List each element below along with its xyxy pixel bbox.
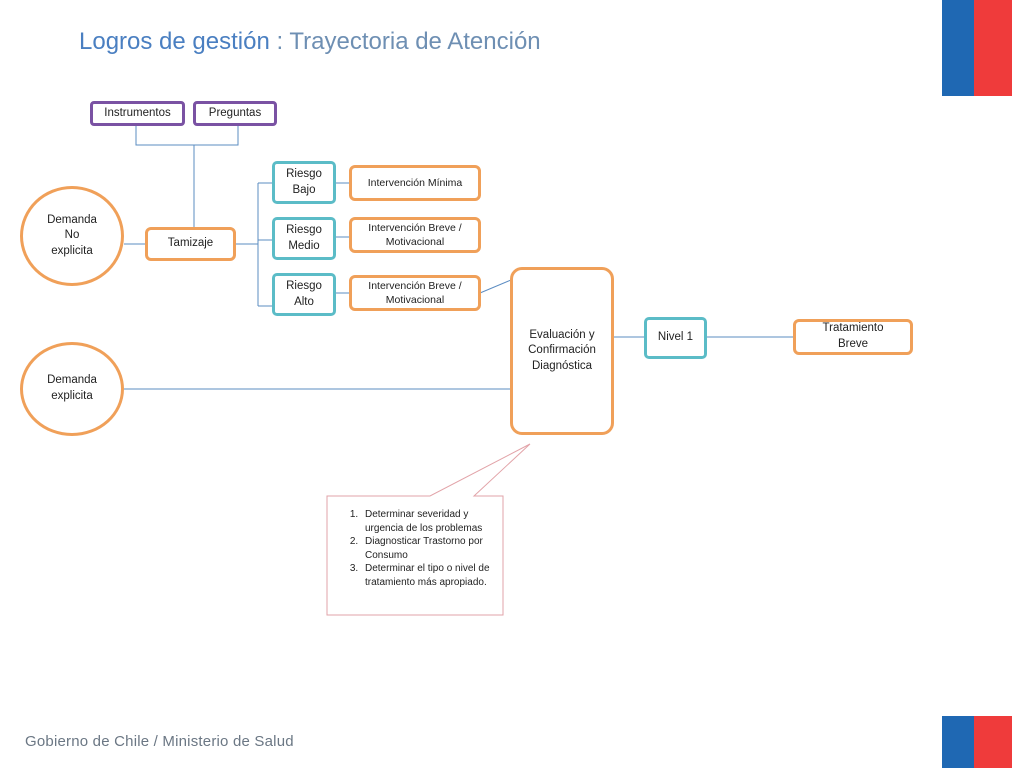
callout-shape bbox=[326, 443, 531, 616]
node-riesgo-bajo: Riesgo Bajo bbox=[272, 161, 336, 204]
flag-bottom-right bbox=[942, 716, 1012, 768]
node-tamizaje: Tamizaje bbox=[145, 227, 236, 261]
title-separator: : bbox=[269, 28, 290, 55]
connector-breve-evaluacion bbox=[479, 279, 512, 294]
node-riesgo-alto: Riesgo Alto bbox=[272, 273, 336, 316]
flag-red-stripe bbox=[974, 0, 1012, 96]
node-demanda-no-explicita: Demanda No explicita bbox=[20, 186, 124, 286]
flag-blue-stripe bbox=[942, 0, 974, 96]
callout-item: Determinar el tipo o nivel de tratamient… bbox=[361, 562, 496, 589]
node-nivel-1: Nivel 1 bbox=[644, 317, 707, 359]
node-preguntas: Preguntas bbox=[193, 101, 277, 126]
flag-red-stripe bbox=[974, 716, 1012, 768]
node-intervencion-breve-alto: Intervención Breve / Motivacional bbox=[349, 275, 481, 311]
callout-item: Determinar severidad y urgencia de los p… bbox=[361, 508, 496, 535]
node-instrumentos: Instrumentos bbox=[90, 101, 185, 126]
callout-list: Determinar severidad y urgencia de los p… bbox=[336, 508, 496, 589]
title-main: Logros de gestión bbox=[79, 28, 270, 55]
node-intervencion-breve-medio: Intervención Breve / Motivacional bbox=[349, 217, 481, 253]
node-demanda-explicita: Demanda explicita bbox=[20, 342, 124, 436]
node-tratamiento-breve: Tratamiento Breve bbox=[793, 319, 913, 355]
title-sub: Trayectoria de Atención bbox=[289, 28, 541, 55]
flag-blue-stripe bbox=[942, 716, 974, 768]
flag-top-right bbox=[942, 0, 1012, 96]
connector-instrumentos bbox=[135, 126, 239, 146]
footer-text: Gobierno de Chile / Ministerio de Salud bbox=[25, 733, 294, 750]
callout-item: Diagnosticar Trastorno por Consumo bbox=[361, 535, 496, 562]
node-evaluacion-diagnostica: Evaluación y Confirmación Diagnóstica bbox=[510, 267, 614, 435]
page-title: Logros de gestión : Trayectoria de Atenc… bbox=[79, 28, 541, 56]
node-riesgo-medio: Riesgo Medio bbox=[272, 217, 336, 260]
node-intervencion-minima: Intervención Mínima bbox=[349, 165, 481, 201]
